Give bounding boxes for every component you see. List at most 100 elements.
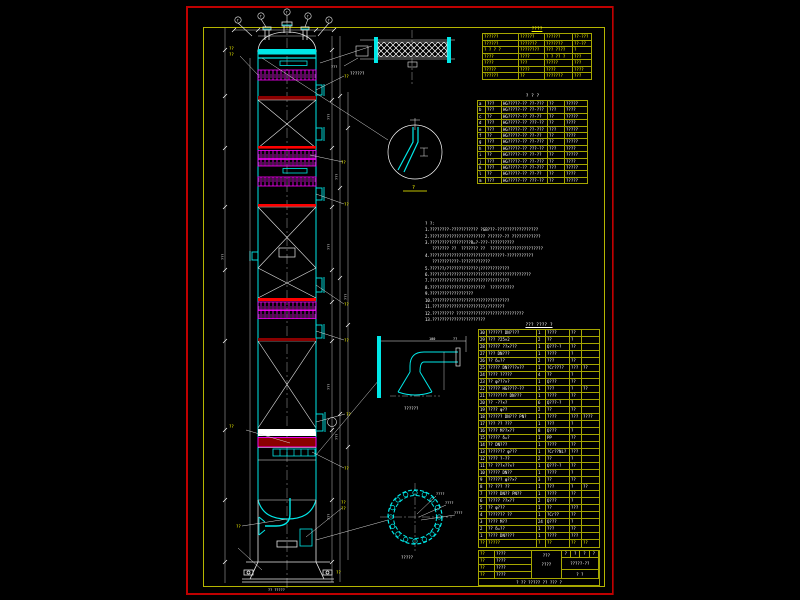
tray-bands-mid [257,146,317,207]
spec-cell: ???? [519,53,545,60]
bom-cell-no: 15 [479,435,487,442]
bom-cell-qty: 1 [537,505,546,512]
nozzle-cell: ?? [548,113,565,121]
bom-cell-note [582,344,600,351]
outer-border-accent [613,6,614,595]
nozzle-table-row: g ??? HG?????-?? ??-??? ?? ????? [478,139,588,146]
bom-cell-no: 16 [479,428,487,435]
bom-cell-no: 26 [479,358,487,365]
note-line: ??????? ?? ??????? ?? ??????????????????… [425,246,544,252]
note-line: 5.??????/?????????????|???????????? [425,265,510,271]
nozzle-cell: c [478,113,486,121]
spec-cell: ???? [573,66,592,73]
tb-mini-cell: ? [589,551,600,558]
nozzle-cell: HG?????-?? ???-?? [502,145,548,153]
nozzle-cell: ????? [565,113,588,121]
bom-cell-note [582,372,600,379]
bom-cell-note [582,491,600,498]
bom-cell-matl: ???? [546,330,570,337]
bom-cell-matl: ?? [546,372,570,379]
bom-row: 20 ?? -??×? 6 Q???-? ? [479,400,600,407]
bom-cell-note [582,428,600,435]
bom-cell-no: 21 [479,393,487,400]
bom-cell-matl: Q??? [546,428,570,435]
bom-cell-wt: ?? [570,407,582,414]
bom-cell-wt: ? [570,428,582,435]
bom-cell-qty: 1 [537,344,546,351]
nozzle-table-row: d ??? HG?????-?? ???-?? ?? ???? [478,120,588,127]
bom-cell-wt: ? [570,519,582,526]
bom-cell-no: 24 [479,372,487,379]
nozzle-mark-circles [234,8,333,37]
bom-row: 28 ????? ??×??? 1 Q???-? ?? [479,344,600,351]
bom-row: 17 ??? ?? ??? 1 ??? ? [479,421,600,428]
bom-cell-matl: Q???-? [546,400,570,407]
nozzle-cell: ????? [565,101,588,108]
title-block: ?? ???? ?? ???? ?? ???? ?? ???? ??? ???? [478,550,600,587]
spec-cell: ???????? [519,47,545,54]
bom-cell-note [582,393,600,400]
bom-cell-name: ???? M?? [487,519,537,526]
bom-cell-no: 10 [479,470,487,477]
spec-cell: ?? [519,73,545,80]
bottom-center-note: ?? ????? [268,588,285,592]
bom-cell-note [582,533,600,540]
bom-cell-name: ???? M??×?? [487,428,537,435]
detail3-dim-mark: ?? [453,337,457,341]
title-block-value: ???? [495,551,533,558]
bom-grid: 30 ?????? DN???? 1 ???? ?? 29 ??? ?25×2 … [478,329,600,548]
bom-cell-matl: ?? [546,456,570,463]
bom-cell-wt: ? [570,484,582,491]
nozzle-cell: ?? [548,101,565,108]
nozzle-cell: ????? [565,152,588,159]
bom-cell-no: 8 [479,484,487,491]
nozzle-cell: ??? [548,145,565,153]
spec-cell: ??? [573,73,592,80]
svg-text:???: ??? [327,114,331,120]
bom-cell-name: ?????? φ??×? [487,477,537,484]
bom-cell-matl: Q??? [546,498,570,505]
bom-cell-note [582,526,600,533]
bom-row: 9 ?????? φ??×? 3 ?? ?? [479,477,600,484]
bom-cell-no: 20 [479,400,487,407]
bom-row: 4 ??????? ?? 1 ?Cr?? ?? [479,512,600,519]
note-line: 8.??????????????????????? ?????????? [425,284,515,290]
drawing-title-line1: ??? [542,553,550,558]
bom-cell-matl: Q??? [546,519,570,526]
skirt [242,500,334,583]
bom-cell-wt: ? [570,386,582,393]
detail-feed-elbow [377,336,467,398]
bom-cell-qty: 1 [537,449,546,456]
bom-cell-note [582,442,600,449]
detail4-caption: ????? [401,555,414,560]
bom-cell-matl: ???? [546,533,570,540]
spec-table-row: ?????? ?????? ?????? ??-??? [483,34,592,41]
bom-cell-qty: 1 [537,379,546,386]
spec-cell: ??-??? [573,34,592,41]
nozzle-table-grid: a ??? HG?????-?? ??-??? ?? ????? b ??? H… [477,100,588,185]
title-block-bottom-strip: ? ?? ????? ?? ??? ? [479,579,599,587]
bom-cell-wt: ?? [570,330,582,337]
bom-cell-wt: ?? [570,435,582,442]
svg-text:???: ??? [327,244,331,250]
spec-cell: ???? [483,53,519,60]
bom-row: 1 ???? DN???? 1 ???? ??? [479,533,600,540]
bom-cell-wt: ??? [570,414,582,421]
drawing-number: ?????-?? [561,558,599,570]
bom-cell-name: ??????? ?? [487,512,537,519]
bom-cell-qty: 2 [537,337,546,344]
bom-cell-matl: ?Cr?? [546,512,570,519]
bom-row: 11 ?? ???×??×? 1 Q???-? ?? [479,463,600,470]
bom-cell-matl: ?Cr??Ni? [546,449,570,456]
top-head [257,21,317,53]
bom-cell-wt: ?? [570,512,582,519]
title-block-value: ???? [495,572,533,579]
nozzle-table-row: k ??? HG?????-?? ??-??? ??? ????? [478,164,588,172]
bom-cell-matl: Q??? [546,379,570,386]
bom-cell-matl: ???? [546,414,570,421]
bom-cell-wt: ? [570,421,582,428]
bom-cell-qty: 1 [537,484,546,491]
title-block-left-row: ?? ???? [479,572,533,579]
bom-row: 23 ?? φ???×? 1 Q??? ?? [479,379,600,386]
spec-cell: ???? [483,60,519,67]
